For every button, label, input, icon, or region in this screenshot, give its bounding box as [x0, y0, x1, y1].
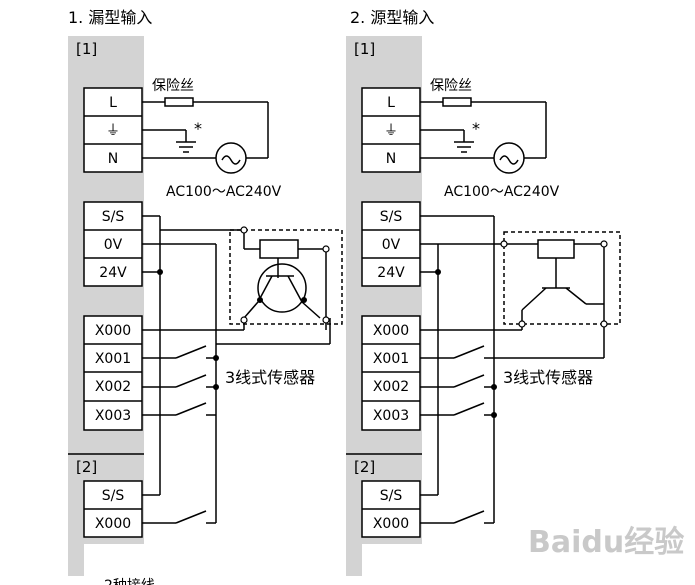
terminal-x000: X000: [373, 323, 409, 339]
section-title: 1. 漏型输入: [68, 8, 152, 27]
fuse-icon: [442, 97, 472, 107]
terminal-n: N: [386, 151, 396, 167]
terminal-l: L: [109, 95, 117, 111]
section-source-input: 2. 源型输入 [1] [2] L ⏚ N S/S 0V 24V X000: [346, 8, 621, 576]
main-terminal-block: S/S 0V 24V X000 X001 X002 X003: [83, 201, 143, 431]
terminal-ss: S/S: [380, 209, 403, 225]
terminal-n: N: [108, 151, 118, 167]
ground-note-mark: *: [194, 119, 202, 138]
terminal-x000: X000: [95, 323, 131, 339]
terminal-ss-2: S/S: [102, 488, 125, 504]
group-label-2: [2]: [354, 458, 375, 476]
group-label-1: [1]: [354, 40, 375, 58]
fuse-label: 保险丝: [152, 78, 194, 94]
panel-strip: [346, 36, 362, 576]
panel-strip: [68, 36, 84, 576]
terminal-x003: X003: [95, 408, 131, 424]
power-terminal-block: L ⏚ N: [361, 87, 421, 173]
group-label-1: [1]: [76, 40, 97, 58]
ac-source-icon: [215, 142, 247, 174]
section-title: 2. 源型输入: [350, 8, 434, 27]
sensor-box: [229, 229, 343, 325]
input-wiring: [142, 215, 343, 524]
terminal-0v: 0V: [104, 237, 123, 253]
sensor-transistor-icon: [257, 263, 307, 313]
fuse-icon: [164, 97, 194, 107]
terminal-0v: 0V: [382, 237, 401, 253]
terminal-x001: X001: [373, 351, 409, 367]
ground-note-mark: *: [472, 119, 480, 138]
section-sink-input: 1. 漏型输入 [1] [2] L ⏚ N S/S 0V 24V: [68, 8, 343, 576]
main-terminal-block: S/S 0V 24V X000 X001 X002 X003: [361, 201, 421, 431]
power-terminal-block: L ⏚ N: [83, 87, 143, 173]
terminal-24v: 24V: [99, 265, 127, 281]
sensor-label: 3线式传感器: [225, 368, 315, 387]
sensor-resistor-icon: [259, 239, 299, 259]
sensor-label: 3线式传感器: [503, 368, 593, 387]
ac-supply-circuit: [142, 97, 269, 174]
supply-voltage-label: AC100～AC240V: [166, 184, 282, 200]
terminal-ground-icon: ⏚: [384, 123, 398, 139]
ac-source-icon: [493, 142, 525, 174]
terminal-x001: X001: [95, 351, 131, 367]
group-label-2: [2]: [76, 458, 97, 476]
footer-text: 2种接线: [104, 577, 155, 585]
terminal-x003: X003: [373, 408, 409, 424]
terminal-ground-icon: ⏚: [106, 123, 120, 139]
ac-supply-circuit: [420, 97, 547, 174]
input-wiring: [420, 215, 621, 524]
sensor-resistor-icon: [537, 239, 575, 259]
terminal-x002: X002: [95, 379, 131, 395]
supply-voltage-label: AC100～AC240V: [444, 184, 560, 200]
sensor-box: [503, 231, 621, 325]
terminal-24v: 24V: [377, 265, 405, 281]
fuse-label: 保险丝: [430, 78, 472, 94]
terminal-ss: S/S: [102, 209, 125, 225]
group2-terminal-block: S/S X000: [361, 480, 421, 538]
terminal-ss-2: S/S: [380, 488, 403, 504]
terminal-x002: X002: [373, 379, 409, 395]
terminal-x000-2: X000: [373, 516, 409, 532]
watermark-logo: Baidu经验: [528, 525, 684, 560]
junction-dots: [157, 269, 307, 390]
junction-dots: [435, 269, 497, 418]
group2-terminal-block: S/S X000: [83, 480, 143, 538]
terminal-l: L: [387, 95, 395, 111]
terminal-x000-2: X000: [95, 516, 131, 532]
